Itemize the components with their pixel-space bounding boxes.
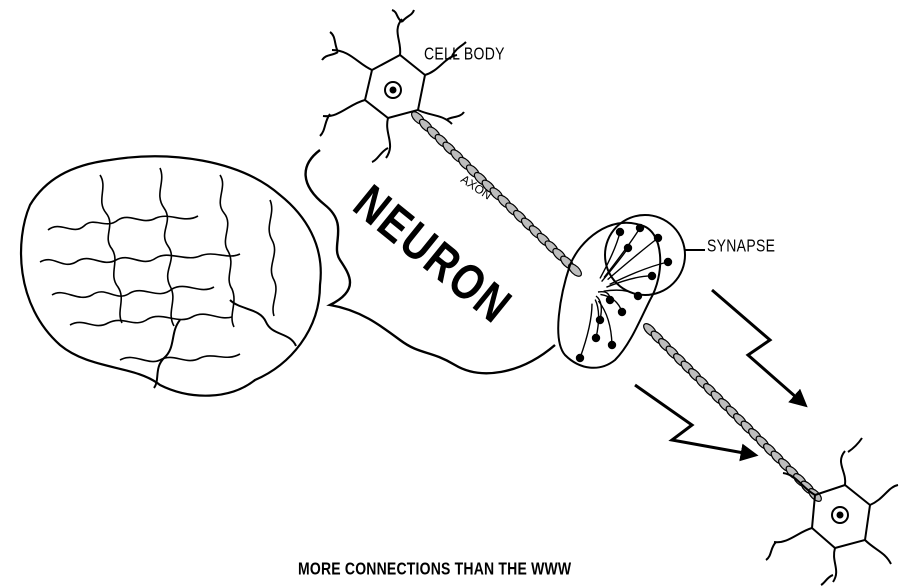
lightning-arrow (635, 290, 805, 455)
synapse-dot (637, 225, 644, 232)
synapse-dot (665, 259, 672, 266)
synapse-branch (580, 304, 592, 358)
label-synapse: SYNAPSE (707, 235, 775, 255)
synapse-dot (597, 317, 604, 324)
synapse-dot (577, 355, 584, 362)
synapse-dot (617, 229, 624, 236)
synapse-dot (649, 273, 656, 280)
synapse-dot (655, 235, 662, 242)
label-cell-body: CELL BODY (424, 43, 505, 63)
caption: MORE CONNECTIONS THAN THE WWW (298, 558, 571, 578)
axon-chain-lower (642, 322, 824, 504)
brain-illustration (21, 156, 321, 395)
synapse-dot (625, 245, 632, 252)
synapse-dot (609, 342, 616, 349)
synapse-dot (635, 293, 642, 300)
synapse-cluster (558, 215, 705, 368)
synapse-dot (619, 309, 626, 316)
synapse-dot (593, 335, 600, 342)
